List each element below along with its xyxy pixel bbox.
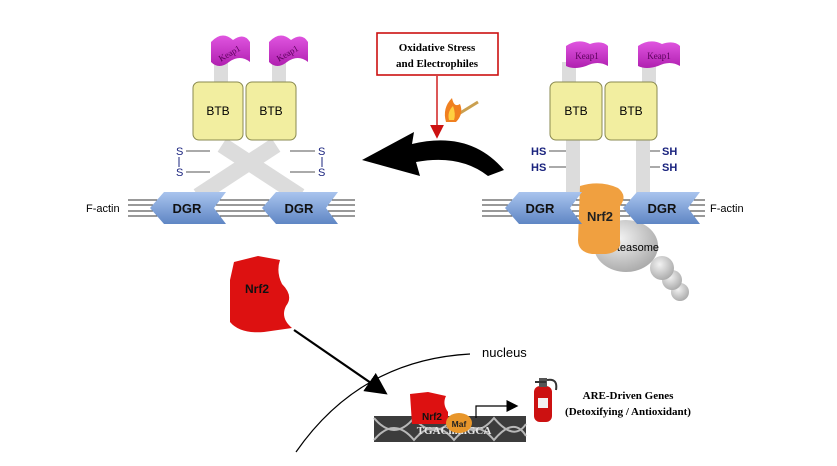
fire-extinguisher-icon [534, 378, 558, 422]
svg-text:S: S [176, 146, 183, 158]
genes-subtitle: (Detoxifying / Antioxidant) [565, 406, 691, 418]
svg-text:Maf: Maf [452, 419, 467, 429]
nrf2-nuclear [410, 392, 448, 424]
svg-text:BTB: BTB [259, 104, 282, 118]
btb-domain-right-2 [604, 81, 658, 141]
btb-domain-right-1 [549, 81, 603, 141]
f-actin-label-right: F-actin [710, 203, 744, 215]
svg-text:HS: HS [531, 146, 546, 158]
nrf2-bound-orange [578, 183, 624, 254]
svg-text:DGR: DGR [285, 201, 315, 216]
svg-text:BTB: BTB [206, 104, 229, 118]
keap1-flag-left-2: Keap1 [269, 35, 308, 66]
keap1-flag-right-2: Keap1 [638, 41, 680, 68]
svg-text:Keap1: Keap1 [647, 51, 671, 61]
svg-text:DGR: DGR [648, 201, 678, 216]
flame-match-icon [444, 98, 479, 122]
svg-text:Nrf2: Nrf2 [245, 282, 269, 296]
svg-text:DGR: DGR [526, 201, 556, 216]
nrf2-free: Nrf2 [230, 256, 292, 333]
thiol-groups-left: HS HS [531, 146, 566, 174]
btb-domain-left-1 [192, 81, 244, 141]
svg-text:BTB: BTB [564, 104, 587, 118]
disulfide-bond-left: S S [176, 146, 210, 179]
oxidative-stress-box: Oxidative Stress and Electrophiles [376, 32, 499, 76]
left-keap1-complex: Keap1 Keap1 BTB BTB S S S S [86, 35, 355, 224]
svg-text:S: S [176, 167, 183, 179]
svg-text:HS: HS [531, 162, 546, 174]
translocation-arrow [293, 329, 388, 395]
dgr-domain-right-2 [623, 192, 700, 224]
transcription-arrow [475, 400, 519, 418]
svg-text:and Electrophiles: and Electrophiles [396, 58, 479, 70]
f-actin-label-left: F-actin [86, 203, 120, 215]
svg-text:Keap1: Keap1 [575, 51, 599, 61]
keap1-flag-right-1: Keap1 [566, 41, 608, 68]
nuclear-membrane [295, 353, 471, 453]
nucleus-label: nucleus [482, 345, 527, 360]
dgr-domain-right-1 [505, 192, 582, 224]
disulfide-bond-right: S S [290, 146, 325, 179]
genes-title: ARE-Driven Genes [583, 390, 674, 402]
svg-text:DGR: DGR [173, 201, 203, 216]
svg-text:SH: SH [662, 162, 677, 174]
svg-text:Oxidative Stress: Oxidative Stress [399, 42, 476, 54]
svg-text:S: S [318, 146, 325, 158]
dgr-domain-left-2 [262, 192, 338, 224]
svg-text:Nrf2: Nrf2 [422, 412, 442, 423]
thiol-groups-right: SH SH [650, 146, 677, 174]
svg-text:S: S [318, 167, 325, 179]
svg-text:SH: SH [662, 146, 677, 158]
maf-protein [446, 413, 472, 433]
btb-domain-left-2 [245, 81, 297, 141]
dgr-domain-left-1 [150, 192, 226, 224]
svg-text:BTB: BTB [619, 104, 642, 118]
svg-text:Nrf2: Nrf2 [587, 209, 613, 224]
right-keap1-complex: Keap1 Keap1 BTB BTB HS HS SH SH [482, 41, 744, 301]
transition-curved-arrow [362, 132, 504, 176]
keap1-flag-left-1: Keap1 [211, 35, 250, 66]
